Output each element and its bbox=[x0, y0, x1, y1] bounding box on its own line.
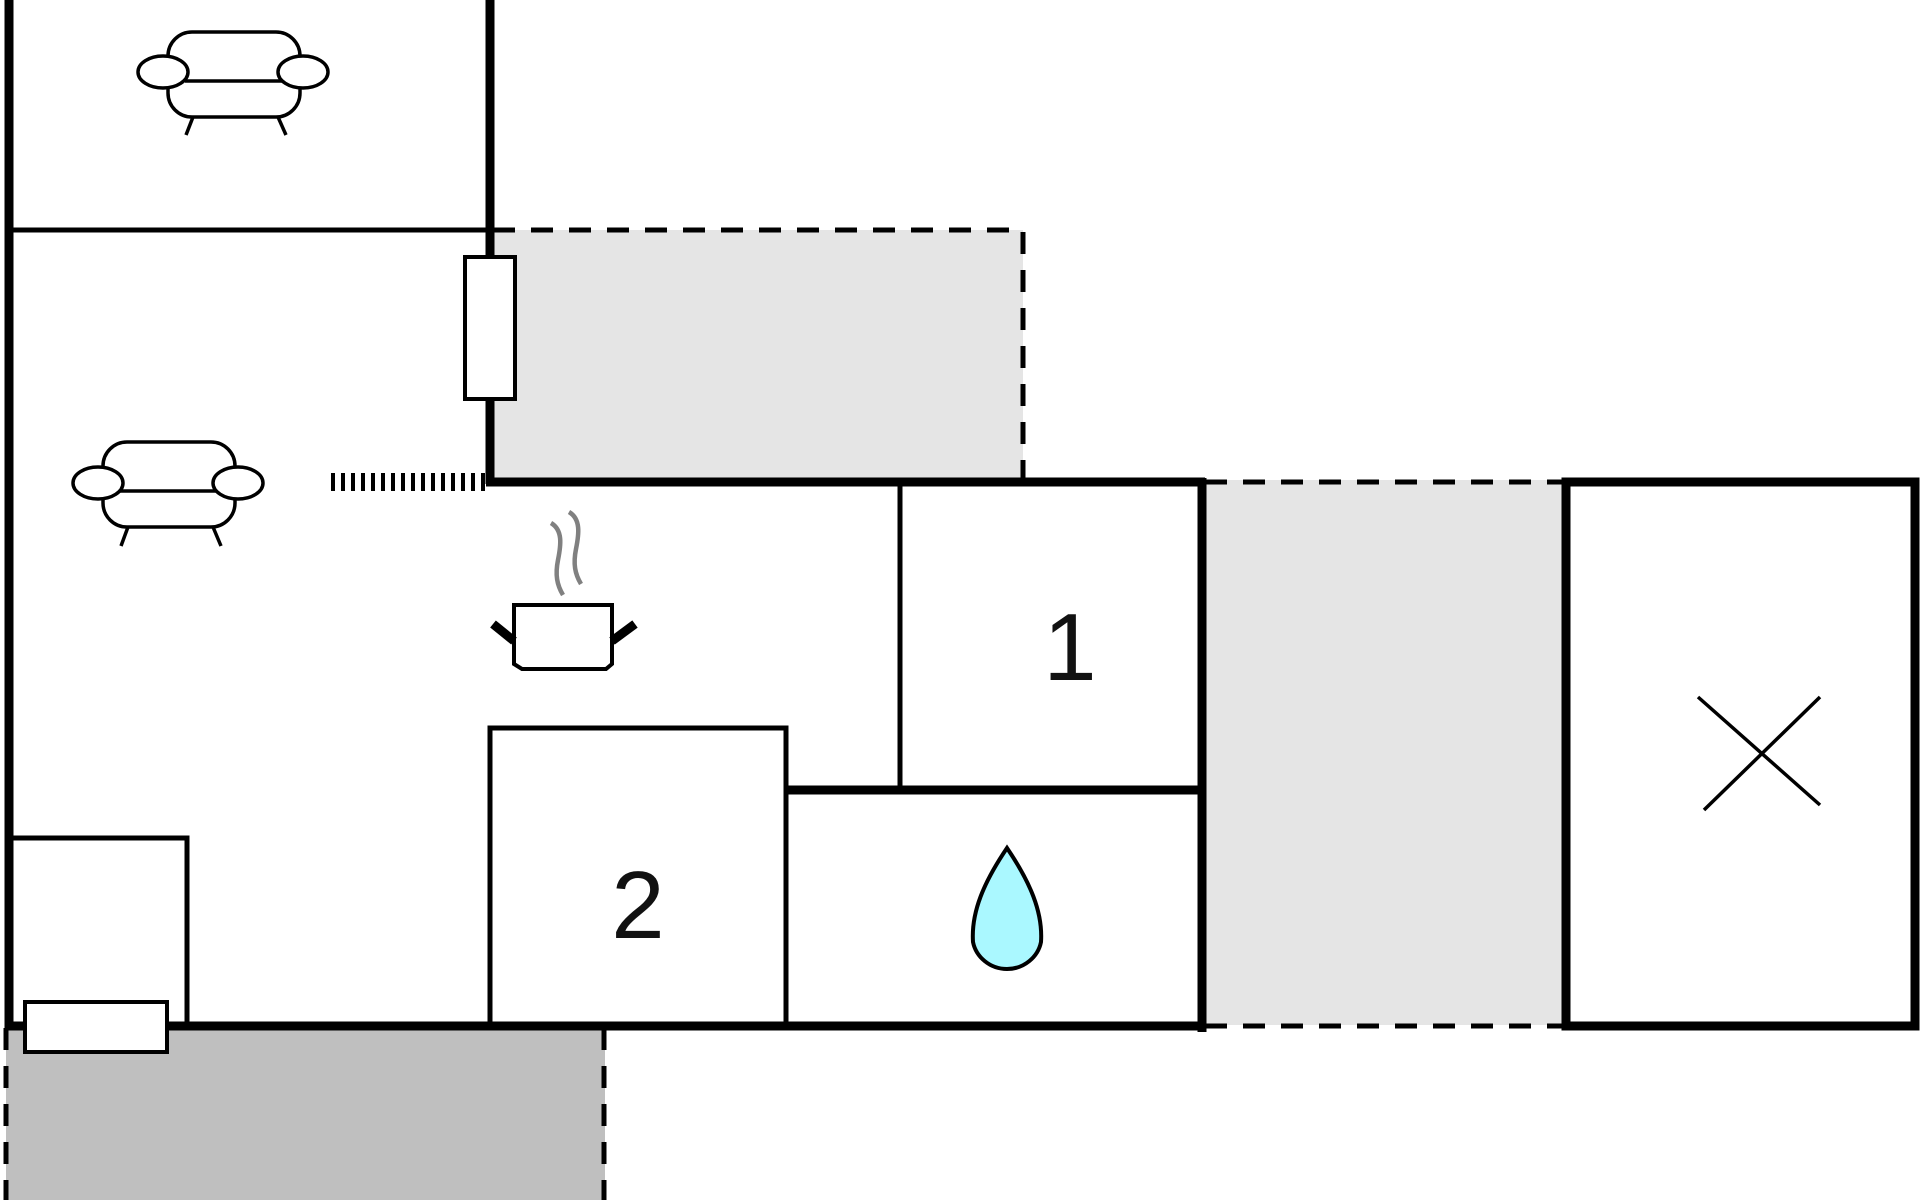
terrace-top bbox=[493, 230, 1023, 480]
window-bottom bbox=[23, 1000, 169, 1054]
window-right bbox=[463, 255, 517, 401]
terrace-bottom bbox=[6, 1028, 605, 1200]
room-label-1: 1 bbox=[1043, 594, 1096, 701]
sofa-leg-left bbox=[119, 526, 130, 547]
sofa-leg-right bbox=[276, 116, 288, 136]
annex-room bbox=[1561, 477, 1920, 1031]
sofa-arm-left bbox=[71, 465, 125, 501]
pot-handle-right bbox=[609, 620, 638, 645]
sofa-arm-left bbox=[136, 54, 190, 90]
outer-walls bbox=[4, 0, 1920, 1032]
cross-line-a bbox=[1696, 695, 1822, 807]
sofa-icon bbox=[136, 30, 330, 136]
terrace-top-outline bbox=[493, 227, 1026, 480]
terrace-areas bbox=[3, 227, 1565, 1200]
bedroom-2 bbox=[487, 725, 789, 1029]
sofa-arm-right bbox=[276, 54, 330, 90]
water-drop-icon bbox=[970, 844, 1044, 972]
cross-line-b bbox=[1702, 695, 1822, 812]
room-label-2: 2 bbox=[611, 852, 664, 959]
sofa-leg-right bbox=[211, 526, 223, 547]
cooking-pot-icon bbox=[490, 510, 638, 671]
terrace-middle bbox=[1205, 480, 1565, 1025]
sofa-arm-right bbox=[211, 465, 265, 501]
sofa-icon bbox=[71, 440, 265, 547]
cross-icon bbox=[1696, 695, 1822, 812]
utility-cabinet bbox=[6, 835, 190, 1029]
pot-body bbox=[512, 603, 614, 671]
sofa-leg-left bbox=[184, 116, 195, 136]
steam-right bbox=[567, 510, 583, 586]
openings bbox=[23, 255, 517, 1054]
pot-handle-left bbox=[490, 620, 517, 645]
steam-left bbox=[549, 521, 565, 597]
interior-walls bbox=[6, 227, 1202, 1029]
